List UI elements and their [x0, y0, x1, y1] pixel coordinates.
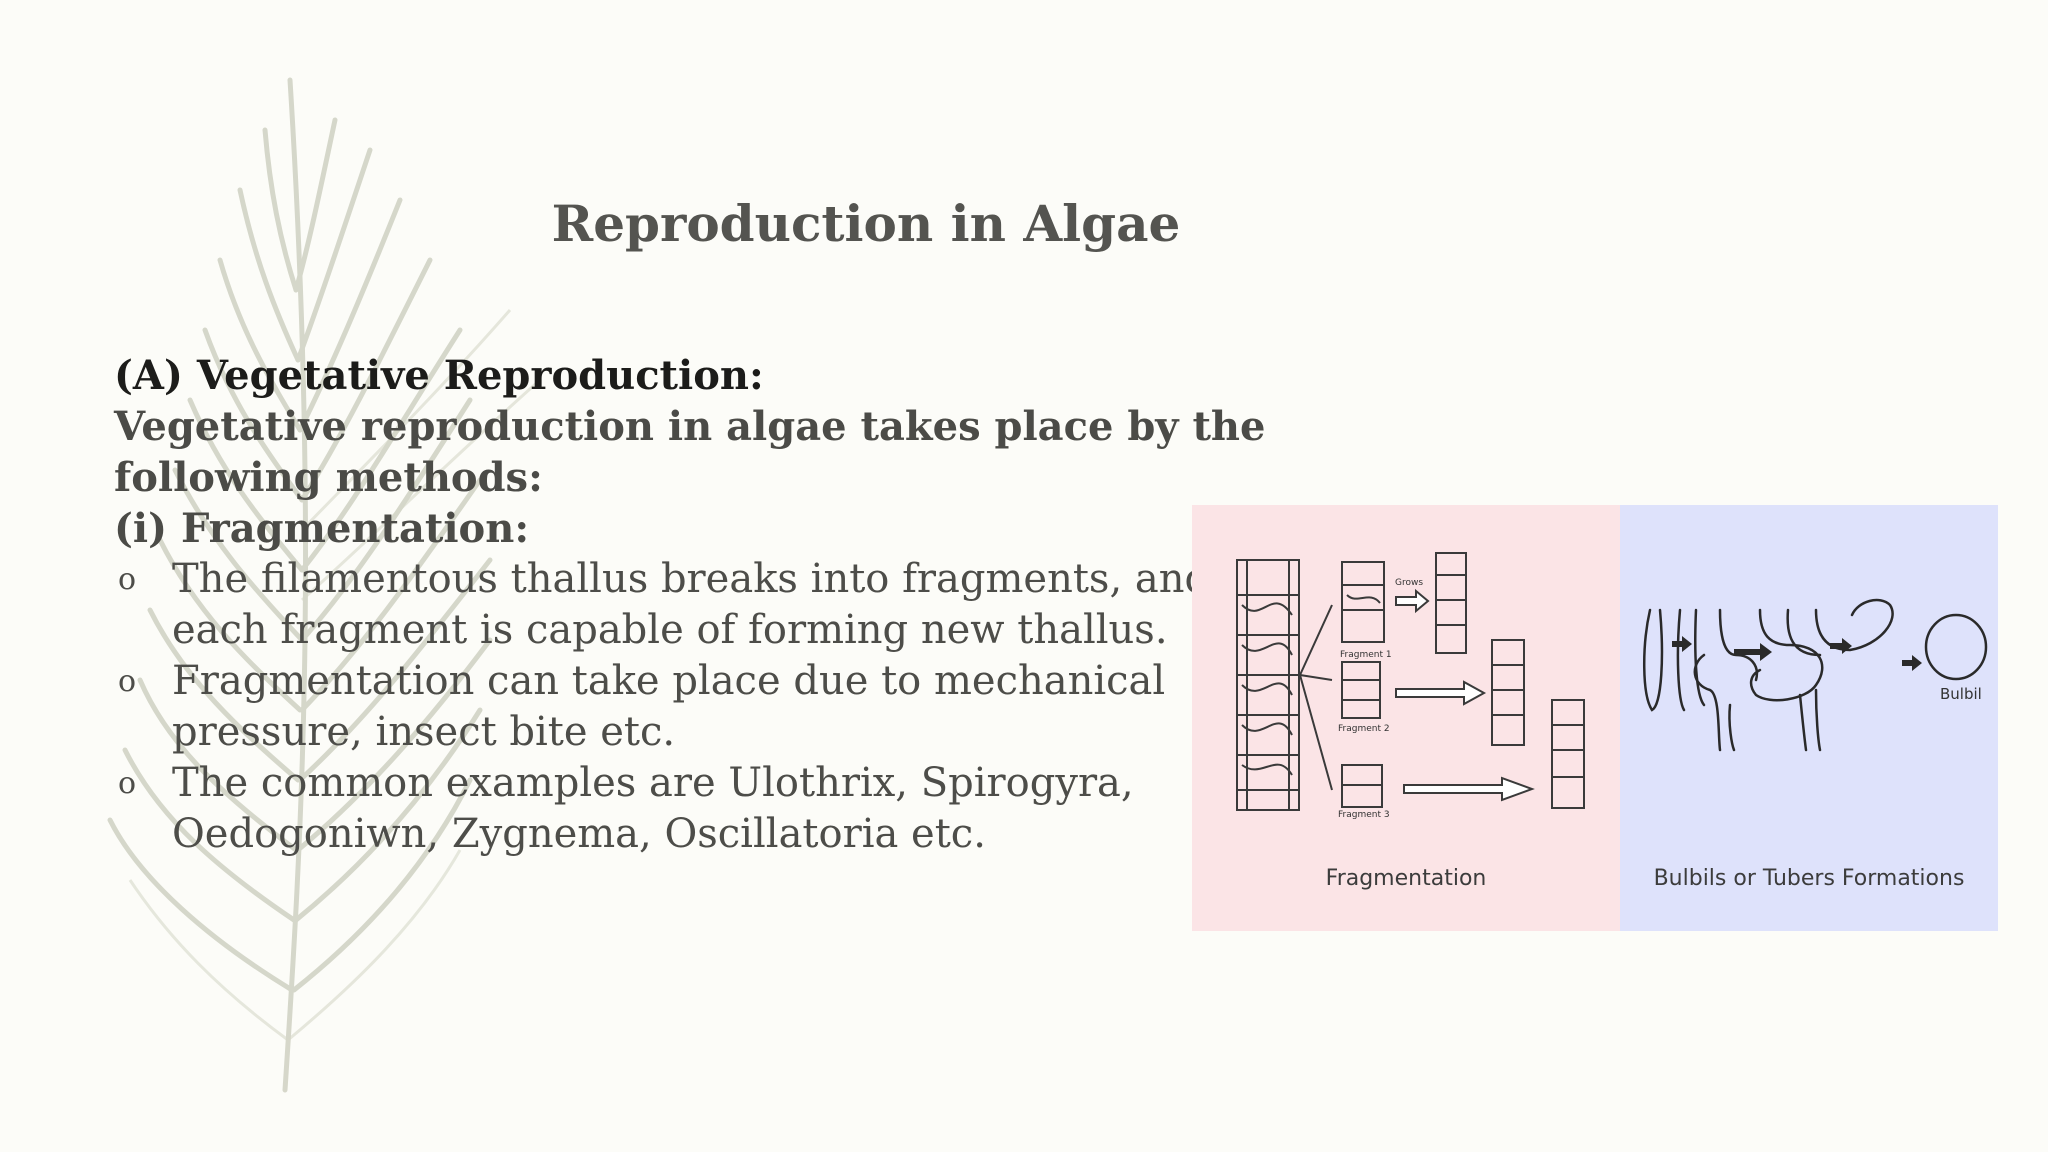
fragment-3-label: Fragment 3 [1338, 810, 1390, 820]
fragment-2-label: Fragment 2 [1338, 724, 1390, 734]
bullet-marker: o [118, 664, 137, 699]
bullet-text: The common examples are Ulothrix, Spirog… [172, 760, 1134, 806]
intro-line-2: following methods: [114, 454, 543, 501]
bullet-list: o The filamentous thallus breaks into fr… [114, 554, 1254, 860]
slide-title: Reproduction in Algae [551, 194, 1181, 253]
list-item: o The filamentous thallus breaks into fr… [114, 554, 1254, 656]
fragmentation-illustration: Grows Fragment 1 Fragment 2 Fragment 3 [1236, 552, 1585, 820]
bullet-marker: o [118, 562, 137, 597]
fragmentation-caption: Fragmentation [1325, 866, 1487, 891]
bullet-text: pressure, insect bite etc. [172, 709, 676, 755]
grows-label: Grows [1395, 578, 1423, 588]
bullet-text: Fragmentation can take place due to mech… [172, 658, 1166, 704]
bulbils-illustration: Bulbil [1642, 598, 1988, 752]
list-item: o The common examples are Ulothrix, Spir… [114, 758, 1254, 860]
bullet-marker: o [118, 766, 137, 801]
algae-reproduction-figure: Grows Fragment 1 Fragment 2 Fragment 3 F… [1192, 505, 1998, 931]
slide-body: (A) Vegetative Reproduction: Vegetative … [114, 350, 1266, 860]
sub-heading: (i) Fragmentation: [114, 505, 530, 552]
bullet-text: each fragment is capable of forming new … [172, 607, 1168, 653]
bullet-text: The filamentous thallus breaks into frag… [172, 556, 1211, 602]
intro-line-1: Vegetative reproduction in algae takes p… [114, 403, 1266, 450]
bulbils-panel: Bulbil Bulbils or Tubers Formations [1620, 505, 1998, 931]
section-heading: (A) Vegetative Reproduction: [114, 352, 764, 399]
list-item: o Fragmentation can take place due to me… [114, 656, 1254, 758]
bulbil-label: Bulbil [1940, 685, 1982, 703]
bullet-text: Oedogoniwn, Zygnema, Oscillatoria etc. [172, 811, 986, 857]
fragment-1-label: Fragment 1 [1340, 650, 1392, 660]
bulbils-caption: Bulbils or Tubers Formations [1653, 866, 1965, 891]
feather-decoration [107, 77, 541, 1093]
fragmentation-panel: Grows Fragment 1 Fragment 2 Fragment 3 F… [1192, 505, 1620, 931]
